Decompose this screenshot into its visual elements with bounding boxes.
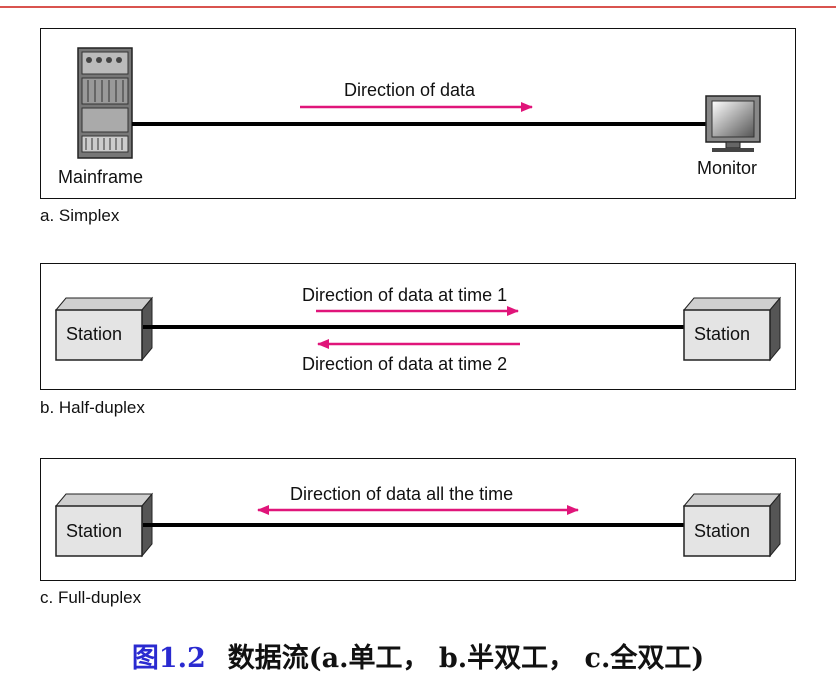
full-duplex-left-station-label: Station [66, 521, 123, 541]
monitor-icon [705, 95, 761, 152]
full-duplex-panel [40, 458, 796, 581]
simplex-arrow-label: Direction of data [344, 80, 476, 100]
monitor-label: Monitor [697, 158, 758, 178]
half-duplex-left-station-label: Station [66, 324, 123, 344]
half-duplex-right-station-label: Station [694, 324, 751, 344]
station-box-icon [682, 296, 782, 362]
station-box-icon [54, 296, 154, 362]
figure-number: 图1.2 [131, 643, 206, 674]
half-duplex-time1-label: Direction of data at time 1 [302, 285, 508, 305]
mainframe-icon [77, 47, 133, 159]
half-duplex-time2-label: Direction of data at time 2 [302, 354, 508, 374]
simplex-panel [40, 28, 796, 199]
half-duplex-caption: b. Half-duplex [40, 398, 145, 417]
station-box-icon [54, 492, 154, 558]
mainframe-label: Mainframe [58, 167, 144, 187]
figure-caption-text: 数据流(a.单工， b.半双工， c.全双工) [227, 643, 705, 674]
figure-caption: 图1.2 数据流(a.单工， b.半双工， c.全双工) [0, 636, 836, 675]
top-rule [0, 6, 836, 8]
half-duplex-panel [40, 263, 796, 390]
station-box-icon [682, 492, 782, 558]
simplex-caption: a. Simplex [40, 206, 120, 225]
full-duplex-right-station-label: Station [694, 521, 751, 541]
full-duplex-arrow-label: Direction of data all the time [290, 484, 514, 504]
full-duplex-caption: c. Full-duplex [40, 588, 142, 607]
